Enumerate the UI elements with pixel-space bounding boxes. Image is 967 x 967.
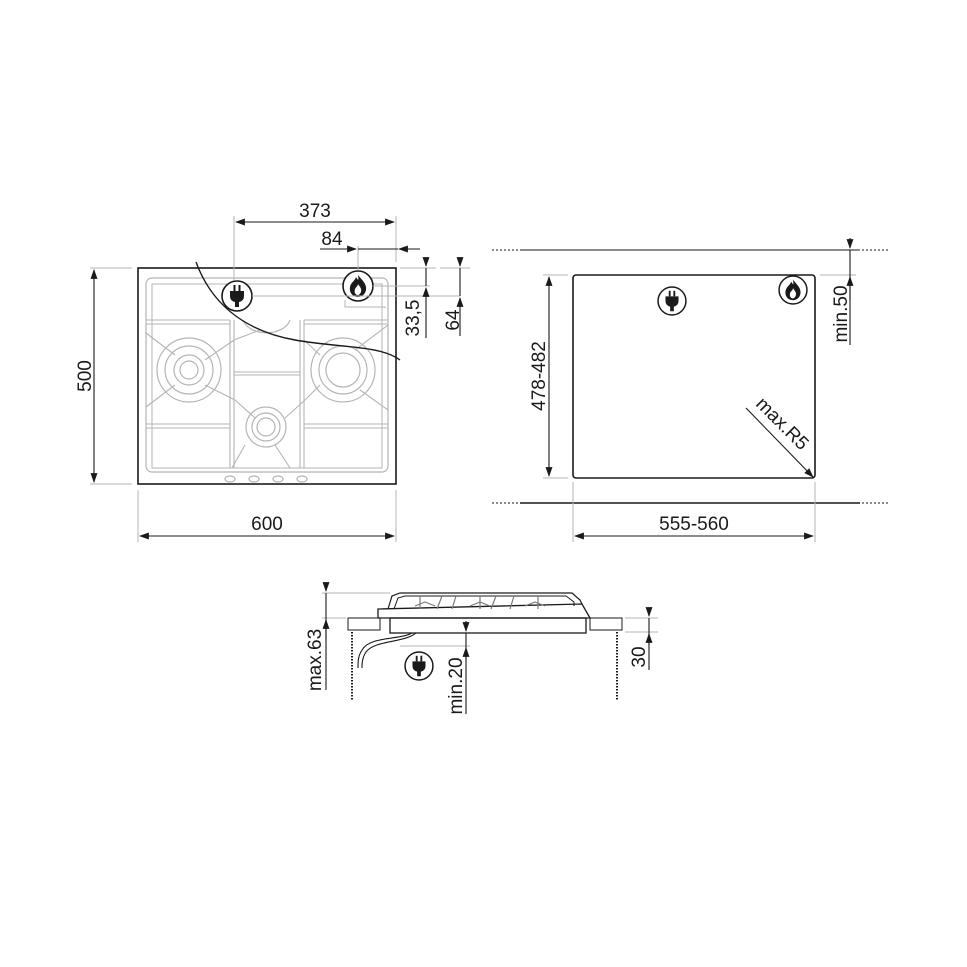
hob-top-plate	[377, 603, 592, 619]
dim-84: 84	[321, 229, 343, 250]
dim-min-50: min.50	[831, 285, 852, 342]
dim-30: 30	[629, 646, 650, 667]
section-view: max.63 min.20 30	[305, 582, 658, 715]
hob-body	[389, 617, 587, 634]
dim-373: 373	[299, 201, 331, 222]
hob-outline	[137, 267, 397, 485]
flame-icon	[778, 275, 808, 305]
dim-600: 600	[251, 514, 283, 535]
worktop-left	[347, 617, 381, 631]
hob-top-view	[137, 261, 460, 485]
worktop-right	[589, 617, 623, 631]
plug-icon	[404, 651, 434, 681]
dim-33-5: 33,5	[403, 300, 424, 337]
dim-min-20: min.20	[446, 657, 467, 714]
dim-555-560: 555-560	[659, 514, 729, 535]
burners	[156, 319, 376, 448]
top-view-dimensions: 373 84 33,5 64 500 600	[75, 201, 470, 542]
plug-icon	[221, 280, 253, 312]
dim-max-63: max.63	[305, 629, 326, 691]
knobs	[224, 475, 308, 483]
plug-icon	[657, 286, 687, 316]
dim-64: 64	[443, 309, 464, 331]
dim-500: 500	[75, 360, 96, 392]
cutaway-curve	[195, 261, 401, 361]
cutout-view: max.R5 478-482 min.50 555-560	[492, 238, 890, 542]
cutout-outline	[572, 274, 816, 479]
dim-478-482: 478-482	[529, 341, 550, 411]
